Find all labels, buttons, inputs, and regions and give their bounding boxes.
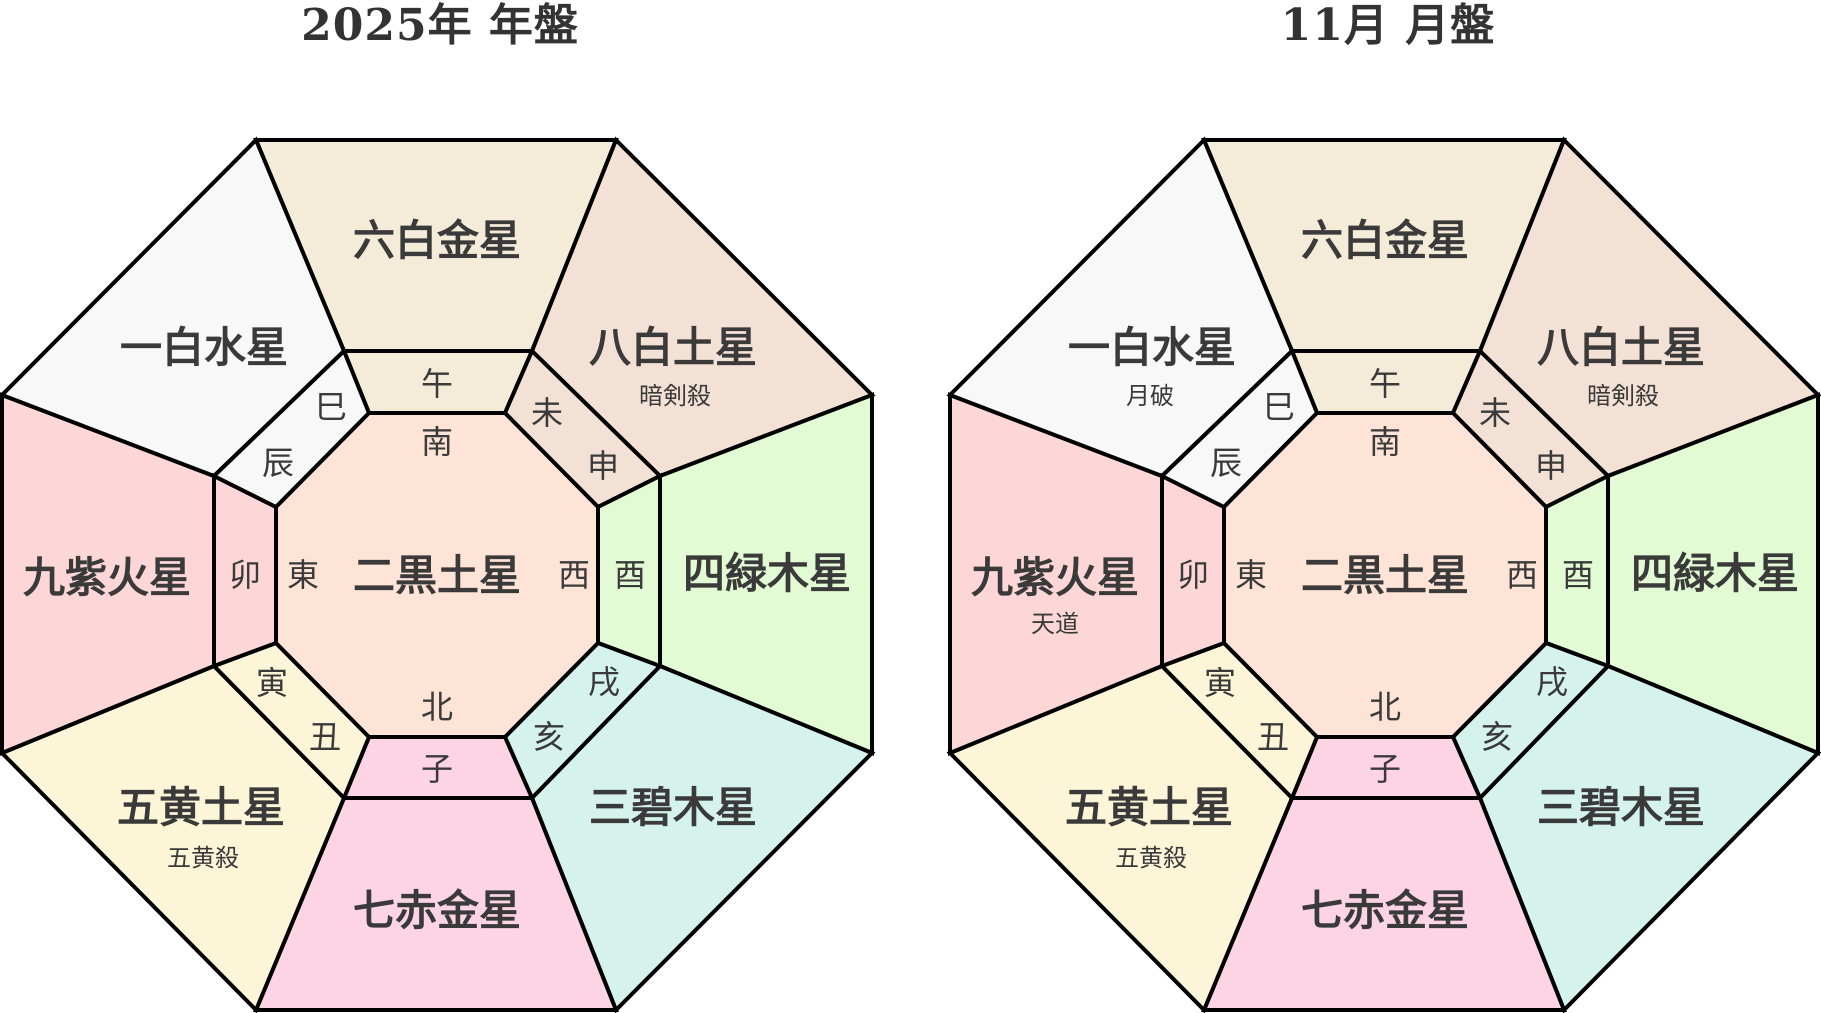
star-north: 七赤金星 [353, 886, 521, 935]
direction-east: 東 [287, 556, 319, 594]
branch-mao: 卯 [1177, 556, 1209, 594]
direction-west: 西 [558, 556, 590, 594]
note-southwest: 暗剣殺 [1587, 382, 1659, 410]
branch-wu: 午 [1369, 365, 1401, 403]
note-east: 天道 [1031, 610, 1079, 638]
star-northeast: 五黄土星 [117, 783, 285, 832]
direction-north: 北 [1369, 688, 1401, 726]
branch-wu: 午 [421, 365, 453, 403]
year-chart-title: 2025年 年盤 [301, 0, 579, 51]
star-southwest: 八白土星 [589, 323, 757, 372]
center-star: 二黒土星 [353, 551, 521, 600]
branch-yin: 寅 [1204, 664, 1236, 702]
center-star: 二黒土星 [1301, 551, 1469, 600]
branch-wei: 未 [1479, 394, 1511, 432]
branch-you: 酉 [1562, 556, 1594, 594]
star-northwest: 三碧木星 [589, 783, 757, 832]
star-southwest: 八白土星 [1537, 323, 1705, 372]
direction-south: 南 [1369, 423, 1401, 461]
star-north: 七赤金星 [1301, 886, 1469, 935]
branch-yin: 寅 [256, 664, 288, 702]
star-east: 九紫火星 [971, 553, 1139, 602]
note-southeast: 月破 [1126, 382, 1174, 410]
branch-wei: 未 [531, 394, 563, 432]
star-northwest: 三碧木星 [1537, 783, 1705, 832]
star-southeast: 一白水星 [1068, 323, 1236, 372]
branch-zi: 子 [421, 750, 453, 788]
star-south: 六白金星 [353, 216, 521, 265]
branch-xu: 戌 [1536, 663, 1568, 701]
branch-si: 巳 [315, 388, 347, 426]
year-chart-group: 六白金星 八白土星 暗剣殺 四緑木星 三碧木星 七赤金星 五黄土星 五黄殺 九紫… [0, 136, 876, 1013]
direction-west: 西 [1506, 556, 1538, 594]
branch-hai: 亥 [1481, 718, 1513, 756]
star-south: 六白金星 [1301, 216, 1469, 265]
note-northeast: 五黄殺 [1115, 844, 1187, 872]
branch-chou: 丑 [309, 718, 341, 756]
month-chart-title: 11月 月盤 [1280, 0, 1496, 51]
branch-mao: 卯 [229, 556, 261, 594]
direction-east: 東 [1235, 556, 1267, 594]
branch-si: 巳 [1263, 388, 1295, 426]
branch-hai: 亥 [533, 718, 565, 756]
center-palace[interactable] [1222, 411, 1548, 739]
branch-xu: 戌 [588, 663, 620, 701]
star-southeast: 一白水星 [120, 323, 288, 372]
star-northeast: 五黄土星 [1065, 783, 1233, 832]
note-southwest: 暗剣殺 [639, 382, 711, 410]
direction-north: 北 [421, 688, 453, 726]
star-west: 四緑木星 [1631, 549, 1799, 598]
branch-chou: 丑 [1257, 718, 1289, 756]
branch-shen: 申 [1535, 447, 1567, 485]
branch-chen: 辰 [262, 444, 294, 482]
star-west: 四緑木星 [683, 549, 851, 598]
star-east: 九紫火星 [23, 553, 191, 602]
month-chart-group: 六白金星 八白土星 暗剣殺 四緑木星 三碧木星 七赤金星 五黄土星 五黄殺 九紫… [946, 136, 1821, 1013]
note-northeast: 五黄殺 [167, 844, 239, 872]
branch-shen: 申 [587, 447, 619, 485]
branch-zi: 子 [1369, 750, 1401, 788]
branch-you: 酉 [614, 556, 646, 594]
direction-south: 南 [421, 423, 453, 461]
branch-chen: 辰 [1210, 444, 1242, 482]
center-palace[interactable] [274, 411, 600, 739]
